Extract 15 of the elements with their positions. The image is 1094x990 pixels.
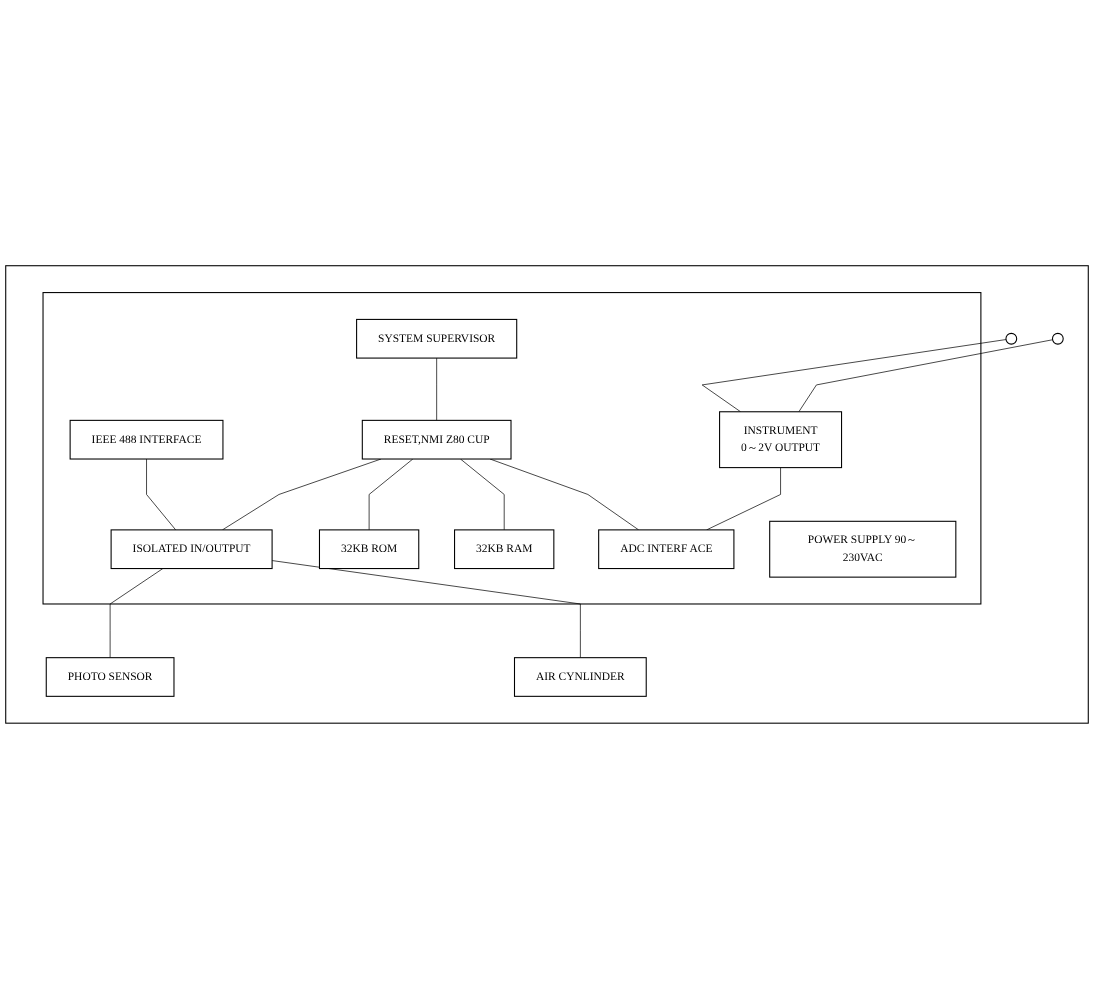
node-circle (1051, 333, 1064, 346)
cluster (5, 265, 1089, 725)
connector (460, 459, 505, 531)
connector (489, 459, 639, 531)
connector (706, 467, 781, 531)
connector (436, 358, 438, 422)
cluster (42, 292, 982, 606)
connector (701, 339, 1007, 413)
node-circle (1005, 333, 1018, 346)
connector (368, 459, 414, 531)
connector (271, 560, 581, 659)
connector (222, 459, 382, 531)
connector (146, 459, 177, 531)
connector (109, 568, 164, 659)
connector (798, 339, 1053, 413)
